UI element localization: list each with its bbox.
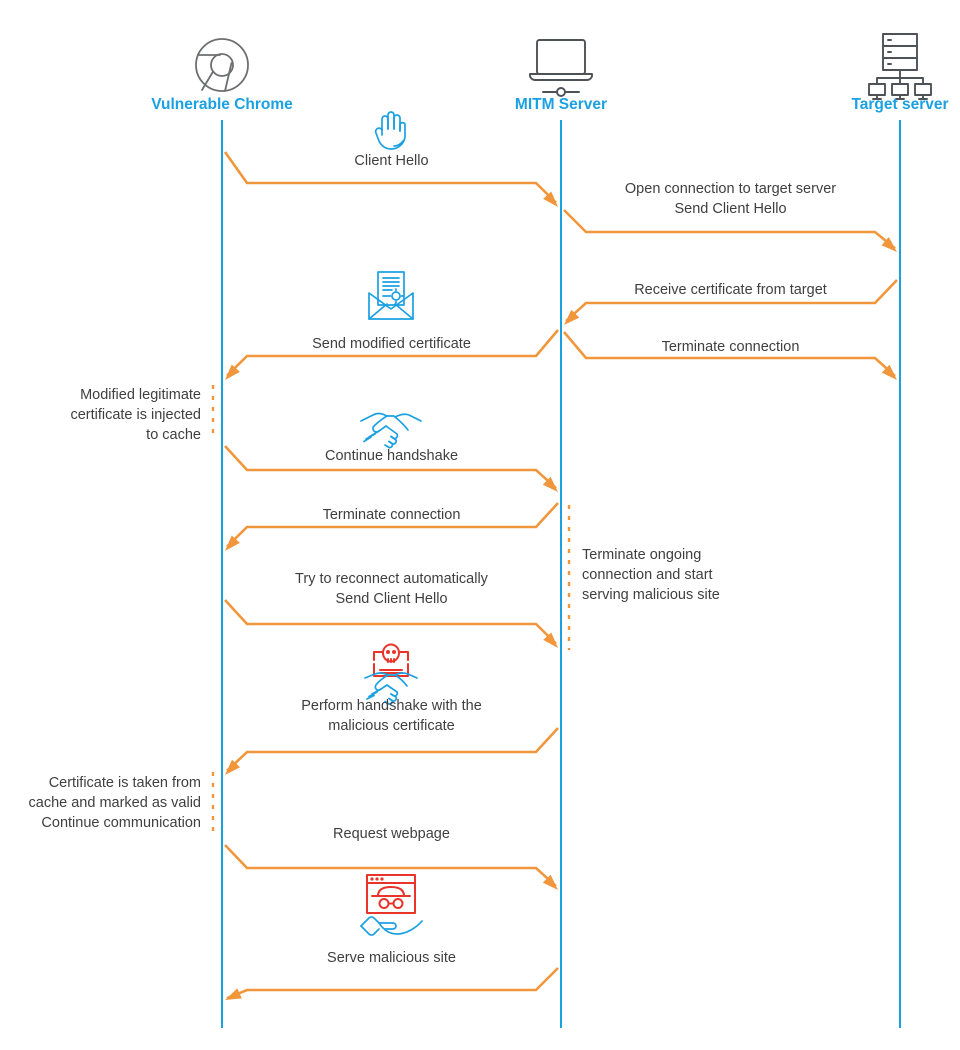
- malicious-certificate-handshake-icon: [364, 643, 418, 705]
- arrow-line: [226, 727, 559, 772]
- note-line: Certificate is taken from: [49, 775, 201, 791]
- message-arrow-request-webpage: [224, 844, 558, 890]
- note-cache-injection-note: Modified legitimate certificate is inject…: [70, 385, 215, 443]
- message-label-continue-handshake: Continue handshake: [325, 448, 458, 464]
- message-label-serve-malicious-site: Serve malicious site: [327, 950, 456, 966]
- message-arrow-send-modified-certificate: [225, 329, 559, 380]
- message-arrow-try-to-reconnect: [224, 599, 558, 648]
- note-line: serving malicious site: [582, 587, 720, 603]
- arrow-line: [226, 967, 559, 1000]
- message-label-perform-handshake-malicious: malicious certificate: [328, 718, 455, 734]
- message-label-try-to-reconnect: Send Client Hello: [335, 591, 447, 607]
- message-arrow-open-connection-to-target: [563, 209, 897, 252]
- lifeline-layer: [221, 120, 901, 1028]
- arrow-line: [565, 279, 898, 323]
- arrow-head: [542, 476, 558, 492]
- message-label-request-webpage: Request webpage: [333, 826, 450, 842]
- arrow-line: [226, 502, 559, 548]
- message-label-terminate-connection-chrome: Terminate connection: [323, 507, 461, 523]
- message-arrow-client-hello: [223, 151, 558, 207]
- arrow-head: [225, 988, 242, 1000]
- handshake-icon: [360, 412, 422, 449]
- arrow-line: [224, 844, 557, 888]
- arrow-head: [881, 237, 897, 252]
- arrow-head: [225, 759, 241, 775]
- note-line: certificate is injected: [70, 407, 201, 423]
- certificate-envelope-icon: [368, 271, 414, 320]
- arrow-line: [563, 331, 896, 378]
- actor-label-chrome: Vulnerable Chrome: [151, 96, 293, 113]
- hand-wave-icon: [374, 111, 406, 150]
- arrow-head: [225, 535, 240, 551]
- note-line: Terminate ongoing: [582, 547, 701, 563]
- message-arrow-terminate-connection-target: [563, 331, 897, 380]
- note-line: cache and marked as valid: [29, 795, 202, 811]
- message-label-try-to-reconnect: Try to reconnect automatically: [295, 571, 489, 587]
- message-label-terminate-connection-target: Terminate connection: [662, 339, 800, 355]
- arrow-line: [224, 599, 557, 645]
- note-line: connection and start: [582, 567, 713, 583]
- arrow-head: [881, 364, 897, 380]
- arrow-head: [564, 309, 580, 325]
- note-mitm-terminate-serve-note: Terminate ongoing connection and start ser…: [567, 505, 720, 650]
- arrow-head: [542, 874, 558, 890]
- message-label-client-hello: Client Hello: [354, 153, 428, 169]
- arrow-head: [543, 191, 558, 207]
- note-line: to cache: [146, 427, 201, 443]
- label-layer: Vulnerable Chrome MITM Server Target serve…: [151, 96, 948, 966]
- chrome-logo-icon: [195, 38, 249, 92]
- arrow-line: [223, 151, 557, 204]
- message-arrow-terminate-connection-chrome: [225, 502, 559, 551]
- message-arrow-continue-handshake: [224, 445, 558, 492]
- arrow-line: [226, 329, 559, 377]
- note-cache-valid-note: Certificate is taken from cache and marke…: [29, 772, 215, 832]
- note-line: Modified legitimate: [80, 387, 201, 403]
- arrow-head: [543, 632, 558, 648]
- message-label-open-connection-to-target: Open connection to target server: [625, 181, 836, 197]
- arrow-line: [563, 209, 896, 250]
- message-arrow-perform-handshake-malicious: [225, 727, 559, 775]
- actor-label-mitm: MITM Server: [515, 96, 607, 113]
- message-label-perform-handshake-malicious: Perform handshake with the: [301, 698, 482, 714]
- message-arrow-serve-malicious-site: [225, 967, 559, 1000]
- message-label-receive-certificate-from-target: Receive certificate from target: [634, 282, 827, 298]
- arrow-head: [225, 364, 240, 380]
- message-arrow-layer: [223, 151, 898, 1000]
- actor-label-target: Target server: [851, 96, 948, 113]
- note-layer: Modified legitimate certificate is inject…: [29, 385, 720, 832]
- message-label-send-modified-certificate: Send modified certificate: [312, 336, 471, 352]
- malicious-site-hand-icon: [360, 874, 423, 936]
- arrow-line: [224, 445, 557, 490]
- message-label-open-connection-to-target: Send Client Hello: [674, 201, 786, 217]
- message-arrow-receive-certificate-from-target: [564, 279, 898, 325]
- laptop-icon: [529, 39, 593, 97]
- note-line: Continue communication: [41, 815, 201, 831]
- server-rack-icon: [868, 33, 932, 100]
